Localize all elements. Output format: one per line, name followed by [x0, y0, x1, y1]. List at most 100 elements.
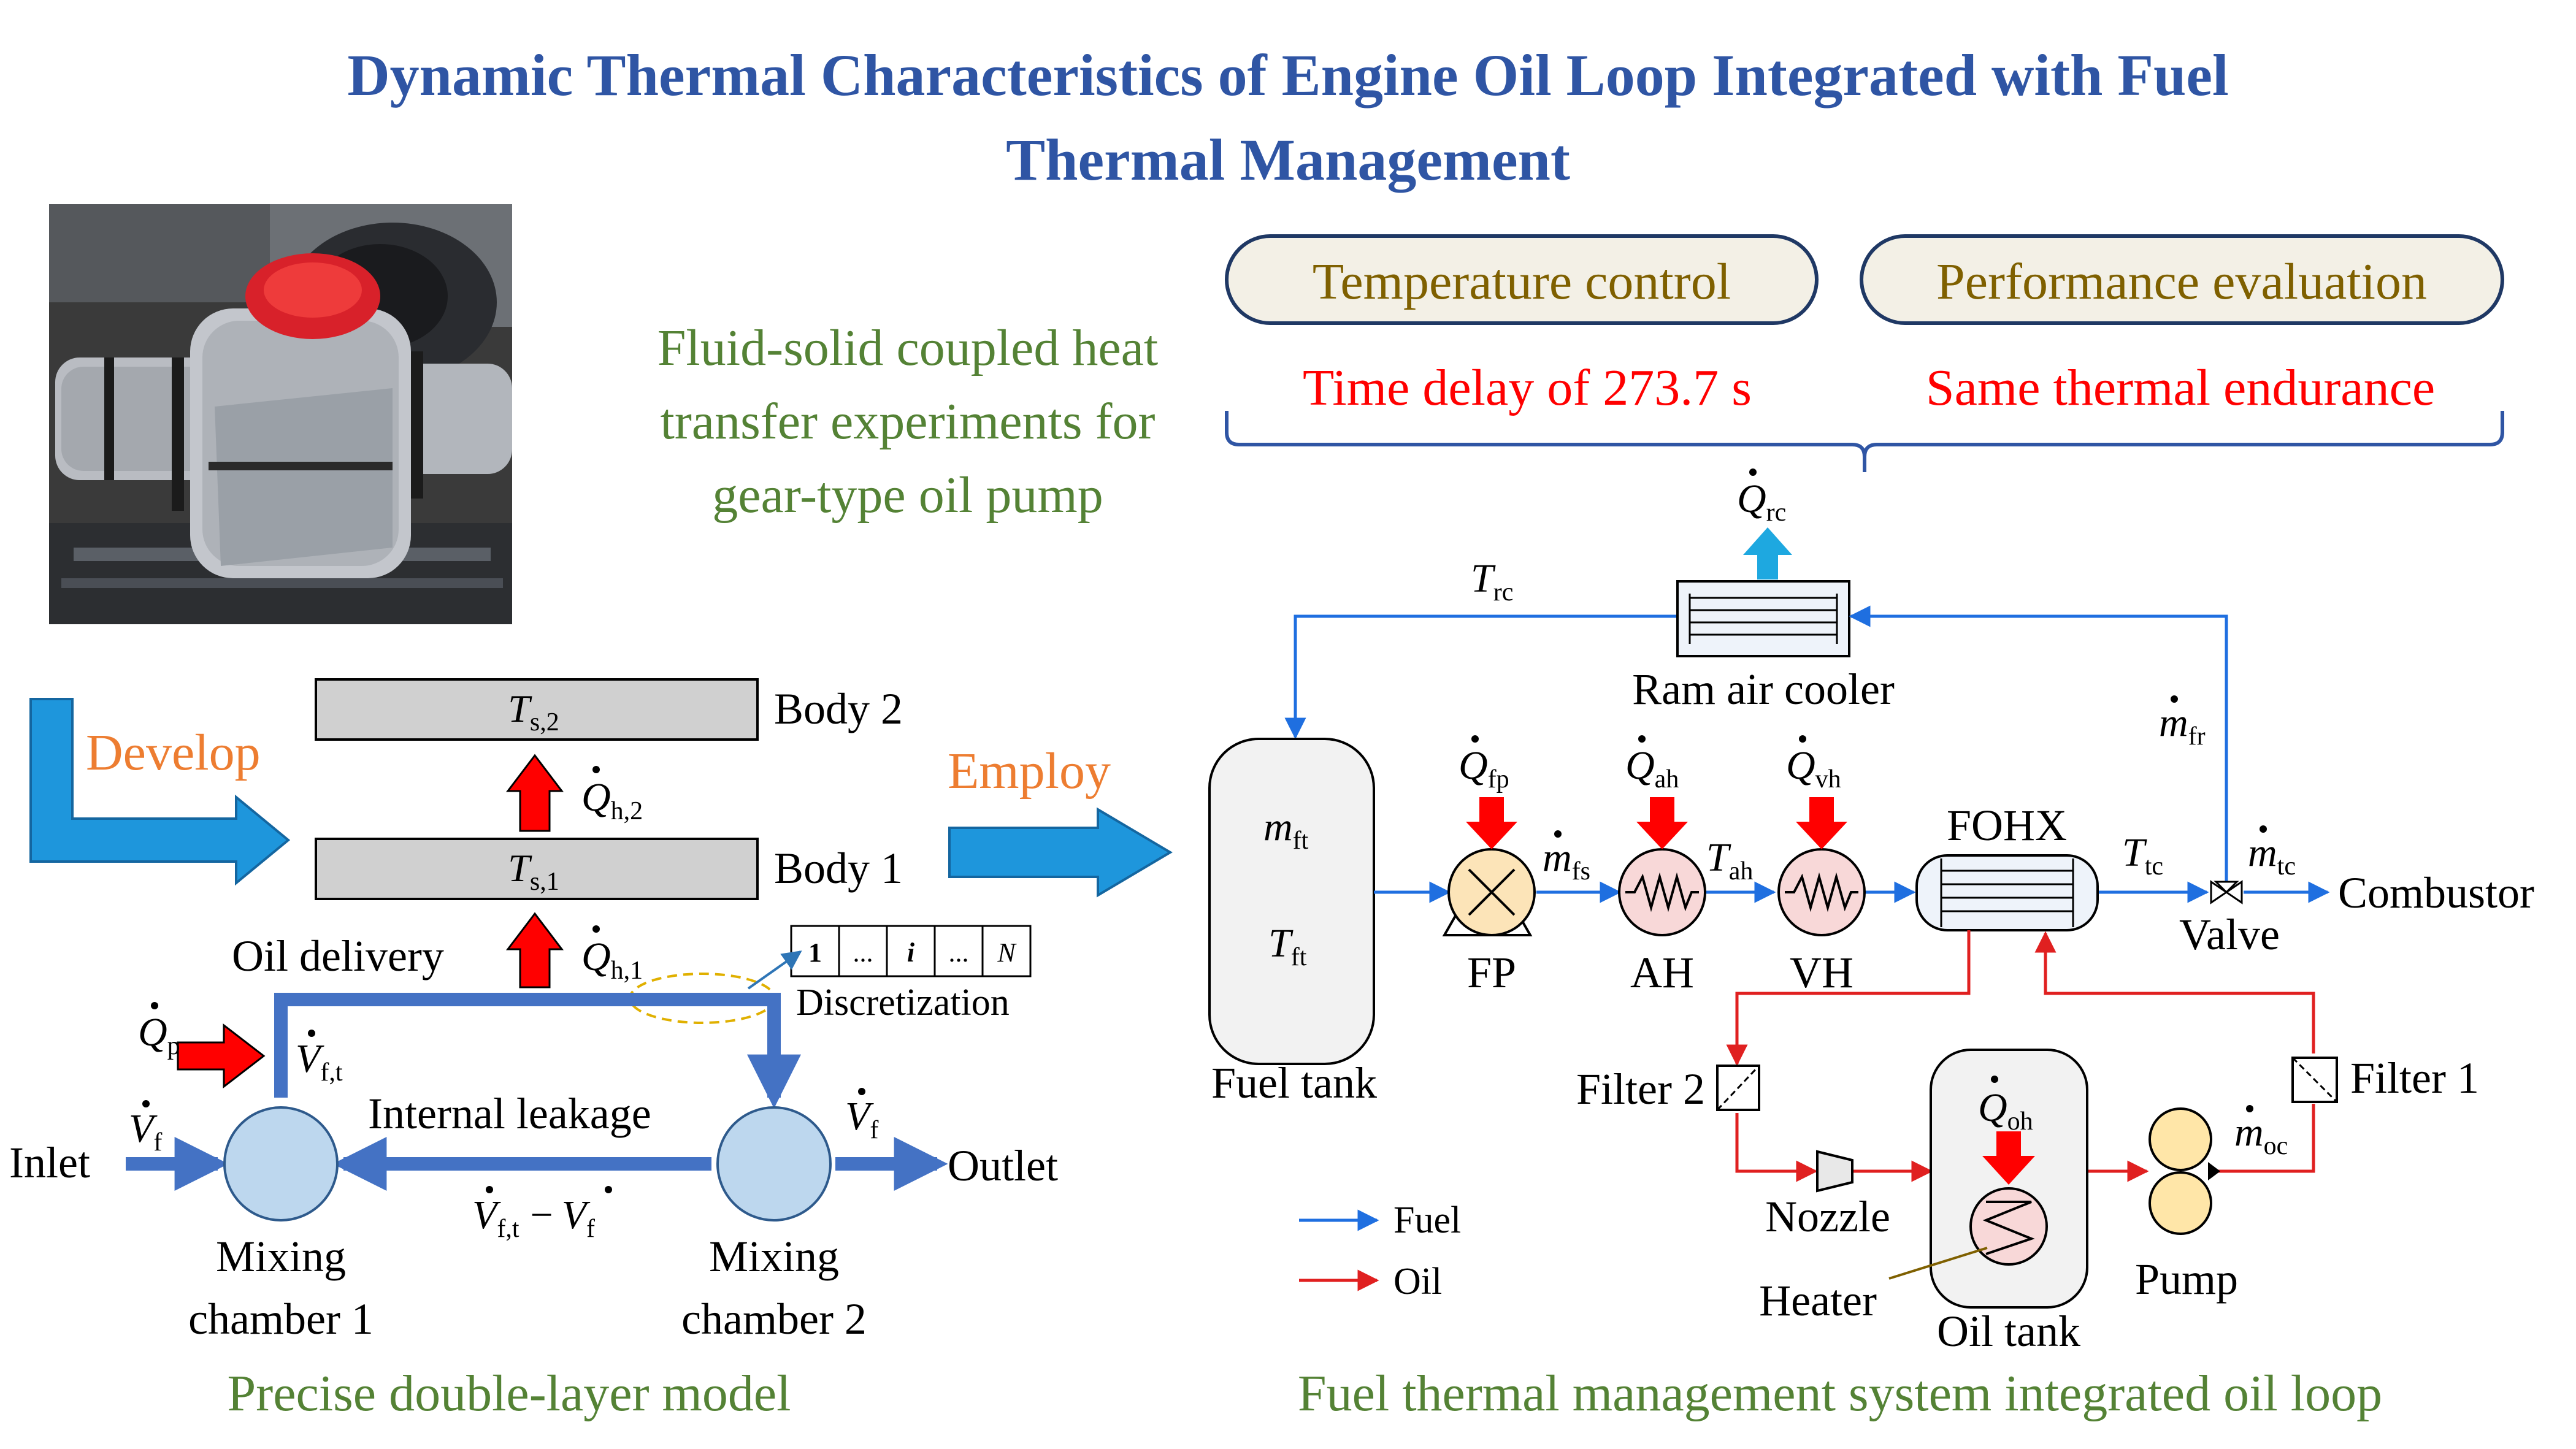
fuel-tank: [1208, 738, 1375, 1065]
ram-air-cooler: [1676, 580, 1850, 657]
mixing-2-label-a: Mixing: [709, 1232, 839, 1281]
discretization-label: Discretization: [796, 982, 1010, 1023]
ttc-label: Ttc: [2122, 830, 2163, 881]
qh2-dot: [592, 766, 600, 773]
internal-leakage-label: Internal leakage: [368, 1089, 651, 1138]
experiment-caption-2: transfer experiments for: [661, 393, 1156, 450]
trc-label: Trc: [1471, 556, 1513, 606]
qah-arrow: [1636, 797, 1688, 849]
performance-evaluation-pill: [1860, 234, 2504, 325]
vf-out-label: Vf: [845, 1094, 878, 1144]
filter-2[interactable]: [1716, 1065, 1760, 1111]
temperature-control-label: Temperature control: [1313, 253, 1731, 310]
vft-label: Vf,t: [296, 1036, 343, 1087]
brace: [1225, 411, 2504, 472]
body-2-label: Body 2: [774, 684, 903, 733]
body-1-label: Body 1: [774, 844, 903, 893]
qfp-label: Qfp: [1459, 743, 1509, 793]
heater-label: Heater: [1759, 1276, 1877, 1325]
qh1-arrow: [505, 912, 564, 988]
leak-dot-b: [605, 1186, 612, 1193]
fuel-tank-label: Fuel tank: [1211, 1058, 1377, 1107]
fuel-return-line: [1849, 605, 2228, 889]
combustor-label: Combustor: [2338, 868, 2534, 917]
mfr-dot: [2171, 695, 2178, 703]
mtc-label: mtc: [2248, 830, 2296, 881]
valve-label: Valve: [2179, 910, 2280, 959]
disc-cell-5: N: [997, 938, 1017, 968]
qrc-label: Qrc: [1737, 476, 1786, 527]
develop-label: Develop: [86, 724, 261, 781]
experiment-caption-1: Fluid-solid coupled heat: [657, 319, 1159, 377]
ts2-label: Ts,2: [508, 687, 559, 736]
body-2-box: [315, 678, 759, 741]
aviation-heater[interactable]: [1618, 848, 1706, 936]
fuel-to-tank-line: [1284, 614, 1676, 740]
ts1-label: Ts,1: [508, 846, 559, 896]
oil-tank-label: Oil tank: [1937, 1307, 2080, 1356]
inlet-label: Inlet: [9, 1138, 90, 1187]
system-caption: Fuel thermal management system integrate…: [1298, 1365, 2382, 1422]
fp-label: FP: [1467, 948, 1516, 997]
employ-label: Employ: [948, 743, 1111, 800]
experiment-photo: [49, 204, 512, 624]
heater-coil[interactable]: [1969, 1187, 2048, 1266]
qoh-dot: [1991, 1076, 1998, 1083]
vf-in-label: Vf: [129, 1106, 162, 1157]
fuel-pump[interactable]: [1442, 848, 1536, 936]
mixing-chamber-1: [223, 1106, 339, 1222]
mfs-dot: [1554, 830, 1562, 838]
moc-dot: [2246, 1105, 2253, 1112]
filter-2-label: Filter 2: [1576, 1065, 1705, 1114]
qp-arrow: [177, 1023, 266, 1089]
nozzle: [1816, 1150, 1853, 1193]
oil-line-filter2-nozzle: [1735, 1113, 1818, 1182]
ah-label: AH: [1630, 948, 1694, 997]
oil-delivery-line: [274, 993, 801, 1109]
vft-dot: [308, 1030, 315, 1037]
oil-delivery-label: Oil delivery: [232, 931, 444, 981]
body-1-box: [315, 838, 759, 900]
vaporizer-heater[interactable]: [1777, 848, 1866, 936]
oil-line-pump-filter1: [2213, 1104, 2315, 1173]
qh2-label: Qh,2: [581, 775, 643, 825]
tah-label: Tah: [1706, 835, 1753, 885]
vh-label: VH: [1790, 948, 1853, 997]
vf-in-dot: [142, 1100, 150, 1107]
qrc-arrow: [1743, 527, 1792, 579]
valve[interactable]: [2210, 880, 2243, 904]
fohx-label: FOHX: [1947, 801, 2067, 850]
qoh-arrow: [1982, 1131, 2035, 1185]
mixing-chamber-2: [716, 1106, 832, 1222]
qah-label: Qah: [1625, 743, 1679, 793]
develop-arrow: [29, 698, 291, 886]
discretization-cells: 1 ... i ... N: [790, 925, 1032, 977]
outlet-label: Outlet: [948, 1141, 1058, 1190]
disc-cell-4: ...: [949, 938, 969, 968]
nozzle-label: Nozzle: [1765, 1192, 1890, 1241]
oil-pump[interactable]: [2149, 1107, 2220, 1235]
qvh-arrow: [1796, 797, 1847, 849]
disc-cell-3: i: [907, 938, 915, 968]
disc-cell-2: ...: [853, 938, 873, 968]
fohx-exchanger[interactable]: [1915, 854, 2099, 931]
tft-label: Tft: [1268, 921, 1307, 971]
qoh-label: Qoh: [1978, 1085, 2033, 1136]
same-endurance-label: Same thermal endurance: [1926, 359, 2435, 416]
leak-dot-a: [486, 1186, 493, 1193]
legend-fuel-label: Fuel: [1393, 1199, 1461, 1241]
filter-1-label: Filter 1: [2350, 1053, 2479, 1103]
mixing-1-label-b: chamber 1: [188, 1294, 374, 1344]
moc-label: moc: [2234, 1110, 2288, 1160]
time-delay-label: Time delay of 273.7 s: [1303, 359, 1752, 416]
mfr-label: mfr: [2159, 700, 2206, 751]
heater-pointer: [1888, 1247, 1988, 1280]
filter-1[interactable]: [2291, 1057, 2338, 1103]
oil-line-fohx-filter2: [1726, 930, 1971, 1066]
qah-dot: [1638, 735, 1646, 743]
experiment-caption-3: gear-type oil pump: [712, 467, 1103, 524]
model-caption: Precise double-layer model: [228, 1365, 791, 1422]
vf-out-dot: [858, 1088, 865, 1095]
discretization-pointer: [747, 950, 802, 990]
